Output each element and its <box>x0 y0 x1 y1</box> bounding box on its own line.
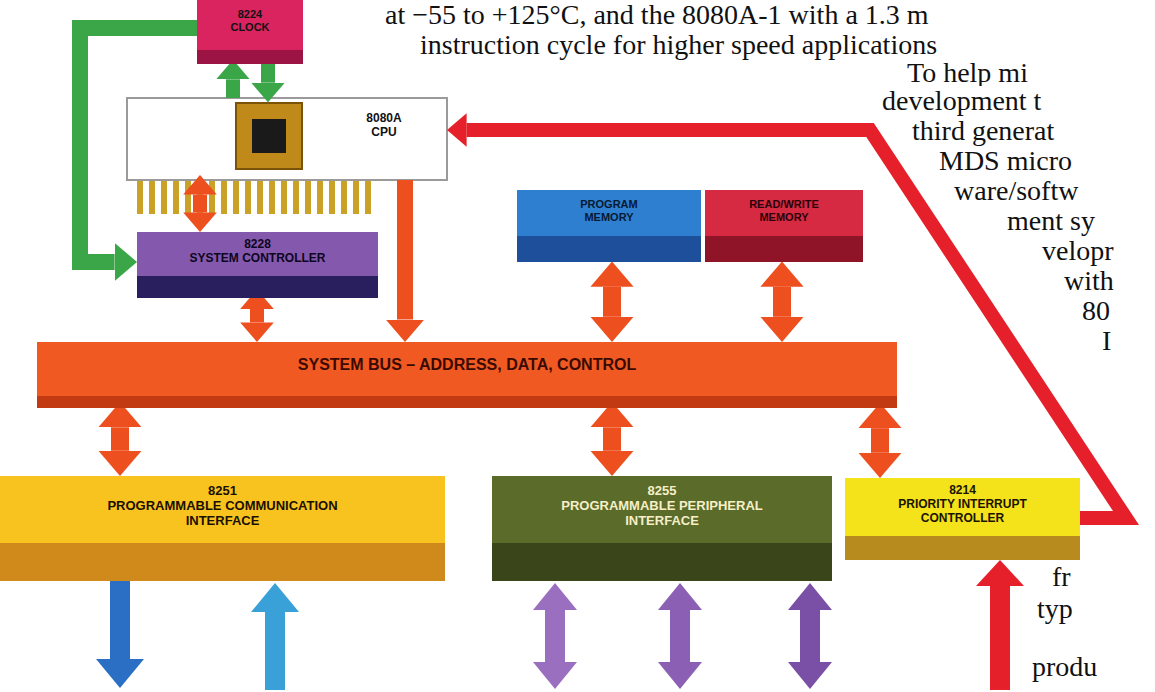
clock-chip: 8224CLOCK <box>197 0 303 64</box>
chip-face: 8228SYSTEM CONTROLLER <box>137 232 378 272</box>
cpu-pins <box>135 180 375 214</box>
port-arrow <box>658 583 702 689</box>
ad-copy-text: MDS micro <box>937 146 1074 177</box>
part-name: PRIORITY INTERRUPT CONTROLLER <box>873 498 1053 526</box>
part-name: PROGRAMMABLE COMMUNICATION INTERFACE <box>88 499 358 529</box>
ad-copy-text: produ <box>1030 652 1099 683</box>
part-number: 8251 <box>6 484 439 499</box>
part-name: PROGRAMMABLE PERIPHERAL INTERFACE <box>545 499 780 529</box>
part-number: 8214 <box>851 484 1074 498</box>
chip-face: 8080ACPU <box>127 98 447 146</box>
bus-arrow <box>773 287 791 317</box>
chip-face: PROGRAM MEMORY <box>517 190 701 229</box>
chip-face: 8255PROGRAMMABLE PERIPHERAL INTERFACE <box>492 476 832 535</box>
memory-block: READ/WRITE MEMORY <box>705 190 863 262</box>
bus-arrow <box>603 427 621 451</box>
cpu-package <box>127 98 447 180</box>
part-number: 8080A <box>327 112 441 126</box>
part-name: CLOCK <box>203 21 297 34</box>
part-number: 8224 <box>203 8 297 21</box>
ad-copy-text: velopr <box>1040 236 1116 267</box>
part-number: 8228 <box>143 238 372 252</box>
ad-copy-text: ment sy <box>1005 206 1097 237</box>
port-arrow <box>788 583 832 689</box>
bus-arrow <box>226 79 240 98</box>
ad-copy-text: development t <box>880 86 1043 117</box>
chip-face: 8214PRIORITY INTERRUPT CONTROLLER <box>845 478 1080 531</box>
memory-block: PROGRAM MEMORY <box>517 190 701 262</box>
interrupt-chip: 8214PRIORITY INTERRUPT CONTROLLER <box>845 478 1080 560</box>
ad-copy-text: fr <box>1050 562 1073 593</box>
port-arrow <box>533 583 577 689</box>
part-name: SYSTEM BUS – ADDRESS, DATA, CONTROL <box>43 356 891 374</box>
system-bus: SYSTEM BUS – ADDRESS, DATA, CONTROL <box>37 342 897 408</box>
ad-copy-text: instruction cycle for higher speed appli… <box>418 30 939 61</box>
serial-out-arrow <box>96 581 144 688</box>
interface-chip: 8255PROGRAMMABLE PERIPHERAL INTERFACE <box>492 476 832 581</box>
chip-face: 8224CLOCK <box>197 0 303 39</box>
interrupt-input-arrow <box>976 560 1024 690</box>
cpu-chip: 8080ACPU <box>127 98 447 180</box>
interface-chip: 8251PROGRAMMABLE COMMUNICATION INTERFACE <box>0 476 445 581</box>
bus-arrow <box>193 195 207 213</box>
ad-copy-text: ware/softw <box>952 176 1080 207</box>
chip-face: SYSTEM BUS – ADDRESS, DATA, CONTROL <box>37 342 897 380</box>
serial-in-arrow <box>251 583 299 690</box>
ad-copy-text: third generat <box>910 116 1056 147</box>
bus-arrow <box>261 64 275 83</box>
ad-copy-text: with <box>1062 266 1116 297</box>
cpu-die <box>252 119 286 153</box>
controller-chip: 8228SYSTEM CONTROLLER <box>137 232 378 298</box>
bus-arrow <box>467 130 1126 518</box>
part-name: SYSTEM CONTROLLER <box>143 252 372 266</box>
cpu-die-frame <box>236 103 302 169</box>
bus-arrow <box>871 428 889 453</box>
part-name: PROGRAM MEMORY <box>564 198 654 223</box>
bus-arrow <box>397 180 413 320</box>
part-name: READ/WRITE MEMORY <box>729 198 839 223</box>
bus-arrow <box>111 427 129 451</box>
ad-copy-text: at −55 to +125°C, and the 8080A-1 with a… <box>383 0 931 31</box>
ad-copy-text: I <box>1100 326 1113 357</box>
part-name: CPU <box>327 126 441 140</box>
bus-arrow <box>250 309 264 322</box>
ad-copy-text: To help mi <box>905 58 1030 89</box>
bus-arrow <box>603 287 621 317</box>
chip-face: READ/WRITE MEMORY <box>705 190 863 229</box>
chip-face: 8251PROGRAMMABLE COMMUNICATION INTERFACE <box>0 476 445 535</box>
ad-copy-text: 80 <box>1080 296 1112 327</box>
bus-arrow <box>80 28 197 262</box>
part-number: 8255 <box>498 484 826 499</box>
ad-copy-text: typ <box>1035 594 1075 625</box>
